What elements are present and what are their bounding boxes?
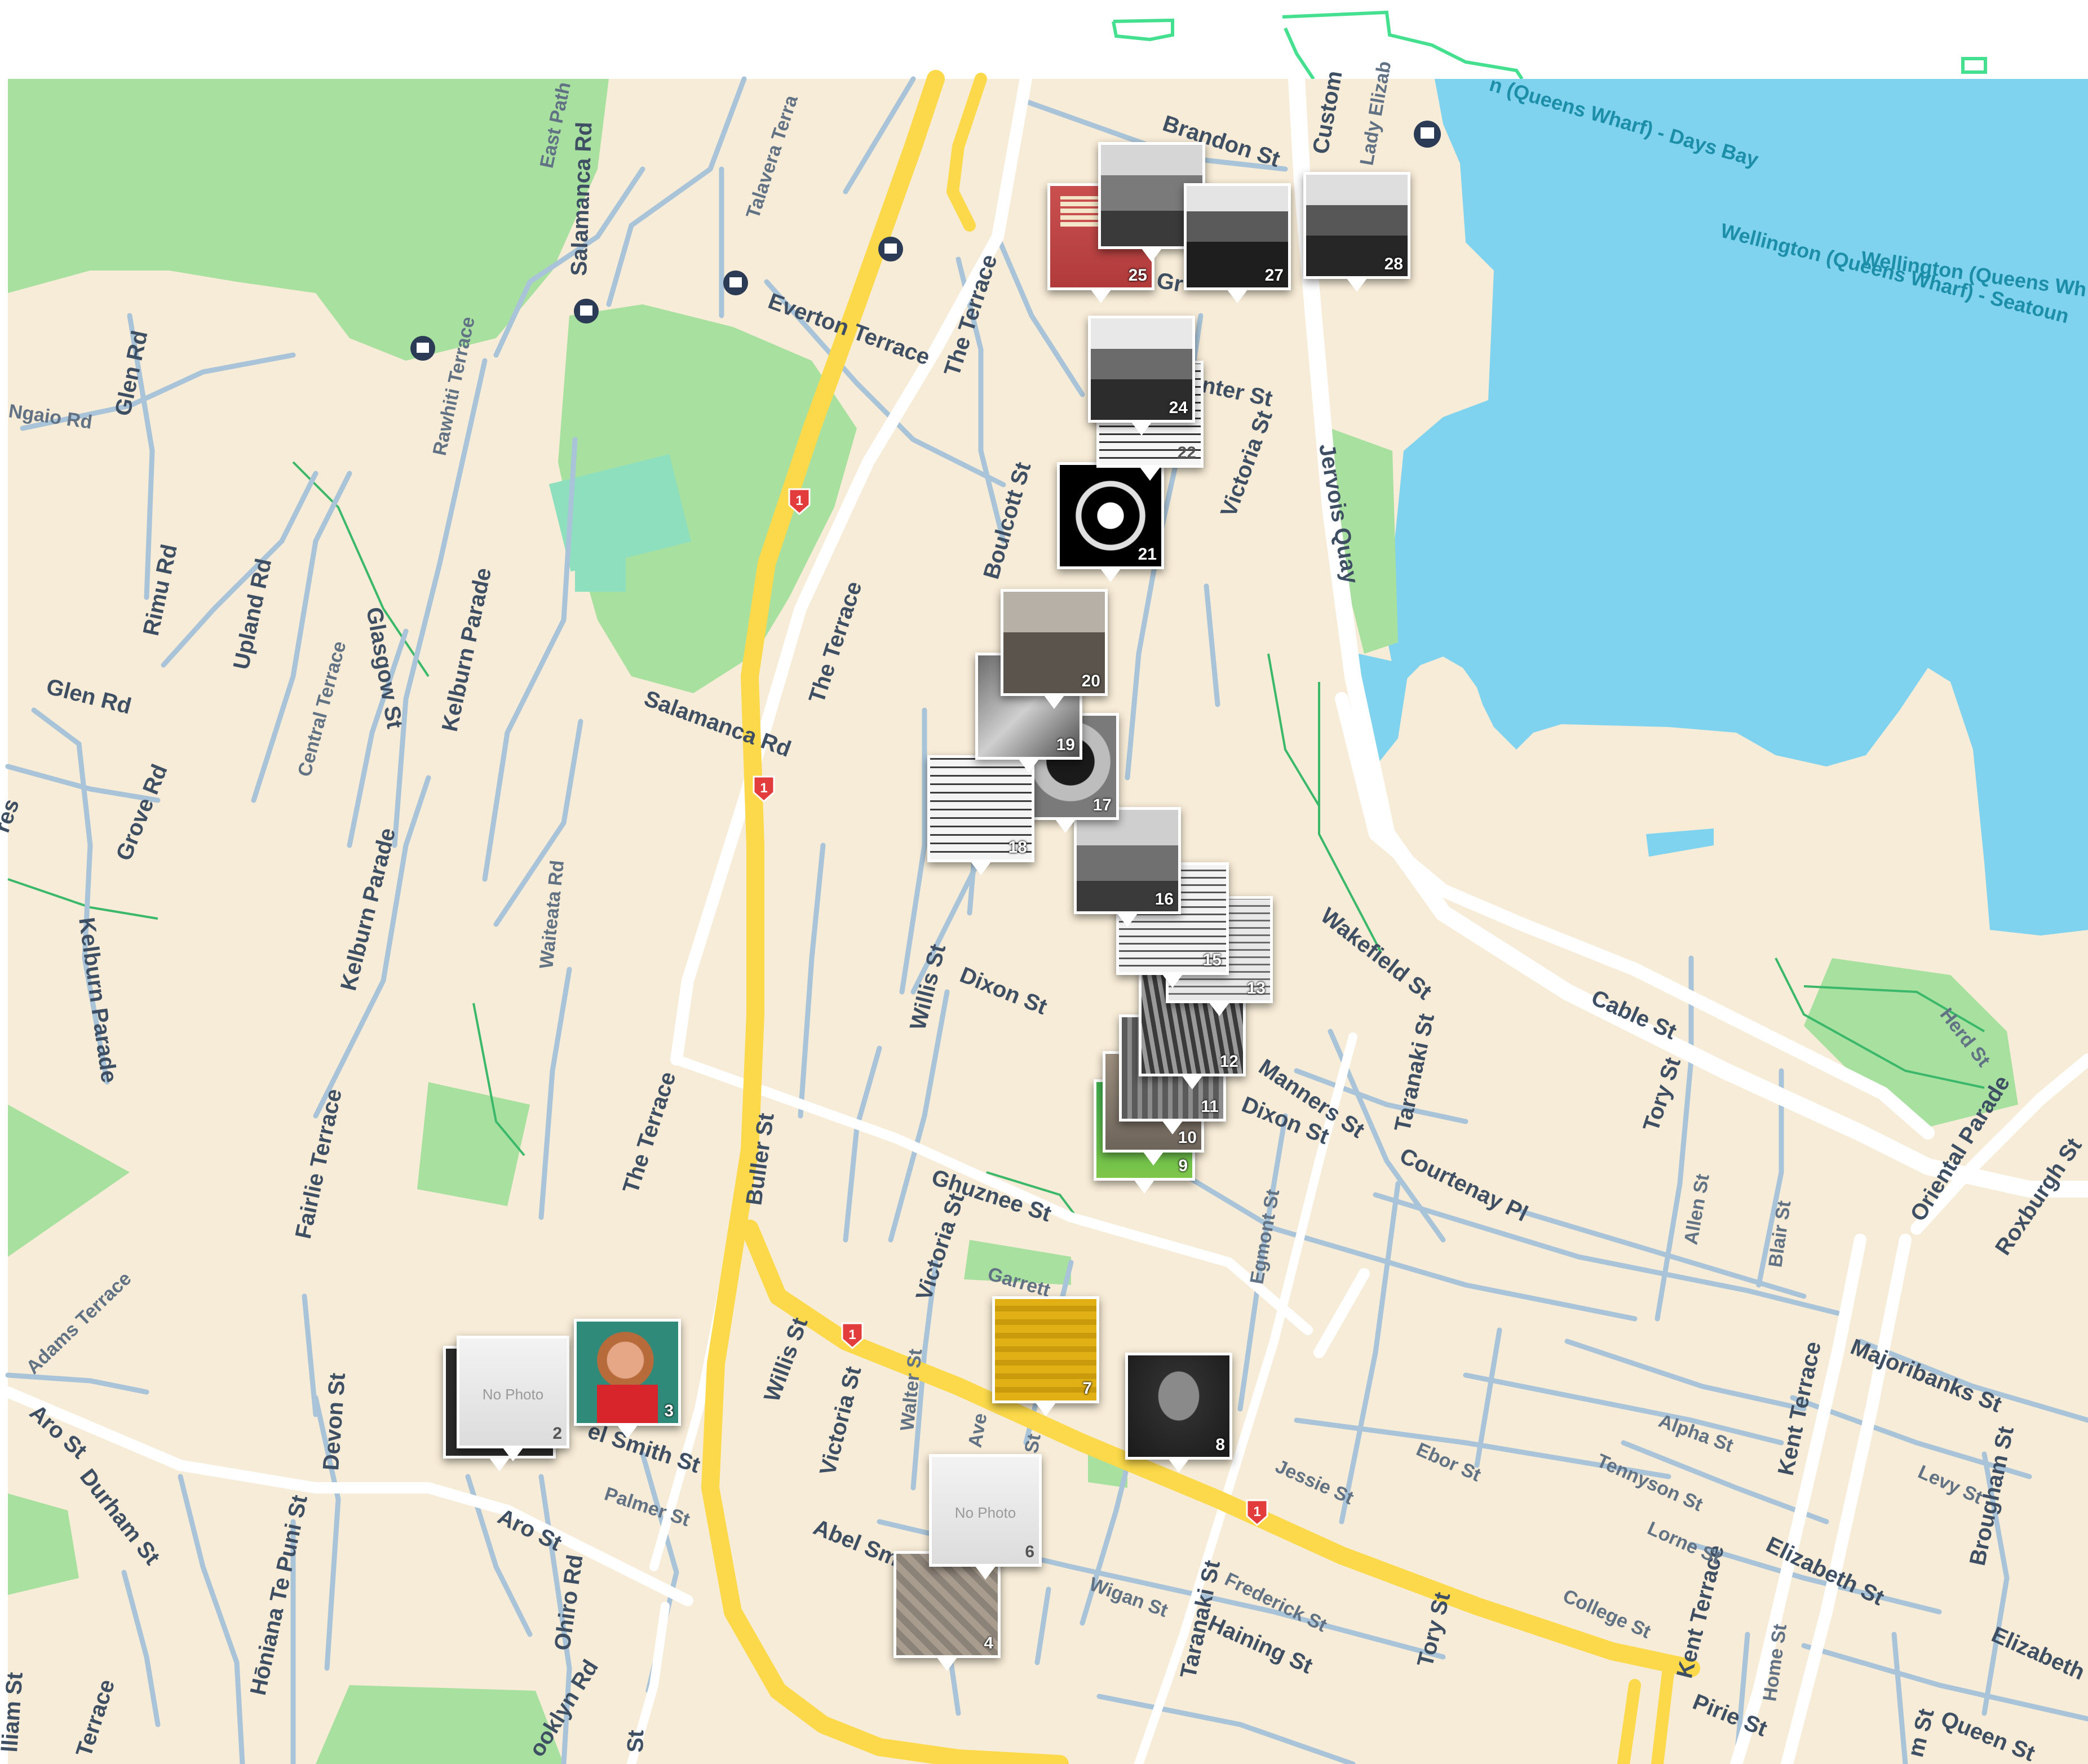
marker-number: 28 bbox=[1384, 255, 1403, 273]
marker-number: 20 bbox=[1081, 672, 1100, 690]
marker-number: 25 bbox=[1128, 266, 1147, 285]
major-roads bbox=[2, 70, 2088, 1764]
shield-label: 1 bbox=[795, 493, 803, 508]
photo-marker[interactable]: 16 bbox=[1074, 807, 1181, 927]
marker-number: 18 bbox=[1008, 838, 1027, 857]
marker-number: 27 bbox=[1264, 266, 1284, 285]
highway-shields: 1 1 1 1 bbox=[753, 488, 1268, 1527]
marker-number: 6 bbox=[1025, 1543, 1034, 1561]
harbour-water bbox=[1387, 79, 2088, 936]
marker-number: 21 bbox=[1138, 545, 1157, 564]
marker-number: 7 bbox=[1082, 1379, 1092, 1398]
photo-marker[interactable]: No Photo 6 bbox=[929, 1454, 1042, 1580]
footpaths bbox=[7, 461, 1985, 1218]
marker-number: 11 bbox=[1201, 1097, 1219, 1116]
bus-stop-icons bbox=[410, 121, 1441, 361]
minor-streets bbox=[5, 76, 2088, 1764]
marker-number: 16 bbox=[1154, 890, 1174, 908]
top-edge-outlines bbox=[1112, 10, 1987, 80]
photo-marker[interactable]: 7 bbox=[992, 1296, 1099, 1416]
photo-marker[interactable]: 20 bbox=[1001, 589, 1108, 709]
marker-number: 3 bbox=[664, 1402, 674, 1420]
photo-marker[interactable]: 3 bbox=[574, 1319, 681, 1439]
marker-number: 9 bbox=[1178, 1156, 1188, 1175]
svg-text:St: St bbox=[1020, 1432, 1045, 1455]
marker-number: 2 bbox=[552, 1424, 562, 1443]
photo-marker[interactable]: 8 bbox=[1125, 1353, 1232, 1473]
marker-number: 12 bbox=[1219, 1052, 1238, 1071]
photo-marker[interactable]: No Photo 2 bbox=[457, 1336, 569, 1461]
marker-number: 17 bbox=[1092, 796, 1112, 814]
photo-marker[interactable]: 27 bbox=[1184, 183, 1291, 303]
marker-number: 13 bbox=[1246, 979, 1266, 998]
photo-marker[interactable]: 24 bbox=[1088, 316, 1195, 436]
svg-text:1: 1 bbox=[1253, 1504, 1260, 1519]
marker-number: 8 bbox=[1215, 1435, 1225, 1454]
marker-number: 24 bbox=[1169, 398, 1188, 417]
photo-marker[interactable]: 28 bbox=[1303, 172, 1410, 292]
svg-text:St: St bbox=[623, 1730, 648, 1753]
parks bbox=[8, 79, 2018, 1764]
photo-marker[interactable]: 18 bbox=[927, 755, 1034, 875]
svg-text:1: 1 bbox=[848, 1327, 856, 1342]
marker-number: 15 bbox=[1202, 951, 1222, 969]
svg-text:Gr: Gr bbox=[1154, 268, 1185, 297]
marker-number: 4 bbox=[984, 1634, 993, 1652]
state-highway-1 bbox=[701, 70, 1700, 1764]
svg-text:Salamanca Rd: Salamanca Rd bbox=[567, 121, 597, 276]
svg-text:1: 1 bbox=[760, 781, 767, 796]
marker-number: 19 bbox=[1056, 735, 1075, 754]
marker-number: 22 bbox=[1177, 444, 1196, 462]
